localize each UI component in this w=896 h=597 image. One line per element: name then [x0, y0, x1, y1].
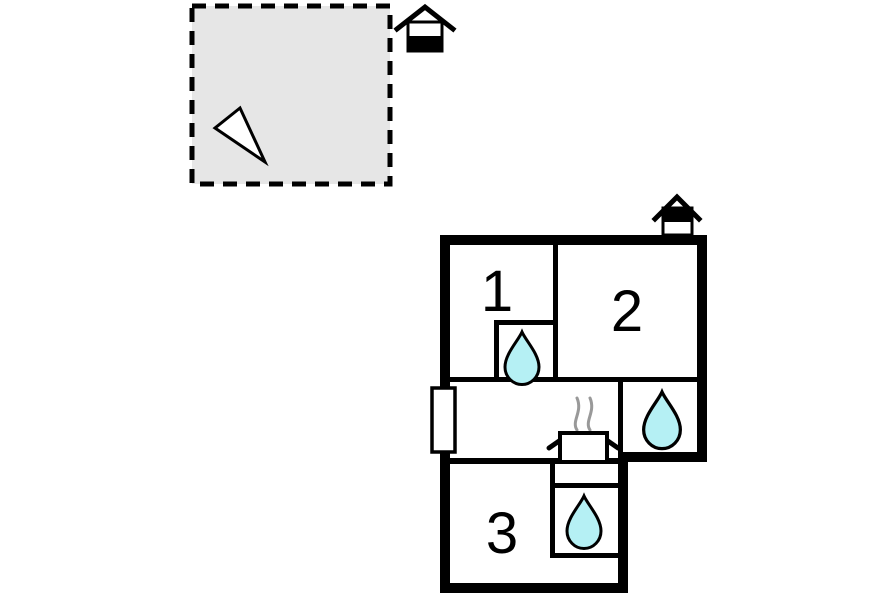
house-entrance-icon-building: [651, 193, 703, 237]
water-drop-icon-middle-bath: [642, 390, 682, 451]
wall-room1-bath-left: [494, 320, 499, 377]
wall-segment-right-lower: [618, 452, 628, 593]
terrace-dashed-border: [189, 3, 393, 187]
house-entrance-icon-terrace: [393, 3, 457, 53]
wall-under-rooms-1-2: [450, 377, 697, 382]
room-2-label: 2: [610, 279, 644, 344]
room-1-label: 1: [480, 259, 514, 324]
wall-middle-bath-left: [618, 382, 623, 452]
wall-room3-bath-left: [550, 458, 555, 558]
wall-segment-midright-bottom: [618, 452, 707, 462]
room-3-label: 3: [485, 501, 519, 566]
pot-body: [558, 431, 609, 464]
wall-room3-top: [450, 458, 560, 464]
steam-line-icon: [586, 396, 594, 432]
door-icon: [430, 386, 457, 454]
wall-right-of-pot: [607, 458, 623, 464]
wall-divider-room1-room2: [553, 245, 558, 381]
wall-room3-bath-bottom: [550, 553, 623, 558]
wall-segment-top: [440, 235, 707, 245]
wall-segment-right-upper: [697, 235, 707, 462]
cooking-pot-icon: [546, 396, 621, 464]
steam-line-icon: [573, 396, 581, 432]
house-roof-icon: [393, 3, 457, 33]
wall-room1-bath-top: [494, 320, 558, 325]
water-drop-icon-room1-bath: [503, 330, 541, 386]
house-fill-half: [664, 209, 691, 222]
house-fill-half: [409, 36, 441, 50]
water-drop-icon-room3-bath: [565, 494, 603, 550]
wall-segment-bottom: [440, 583, 628, 593]
wall-room3-bath-top: [550, 483, 623, 488]
terrace-area: [189, 3, 393, 187]
compass-triangle-icon: [212, 105, 269, 167]
